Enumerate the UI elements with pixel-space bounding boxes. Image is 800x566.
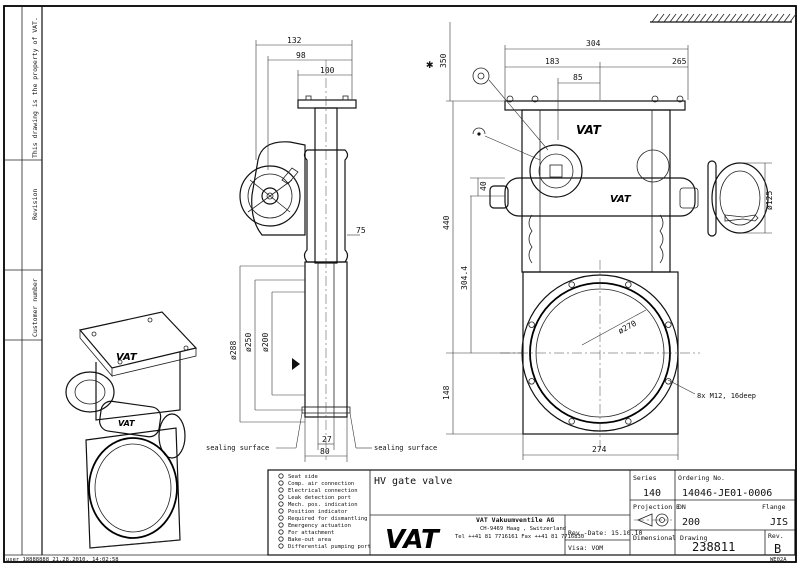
legend-item: Mech. pos. indication: [288, 502, 358, 508]
svg-text:VAT: VAT: [610, 194, 632, 205]
ceiling-hatch: [650, 13, 797, 23]
legend-item: Leak detection port: [288, 495, 351, 501]
dim-304-4: 304.4: [460, 266, 469, 290]
rev-date: Rev.-Date: 15.10.10: [568, 529, 642, 537]
dim-80: 80: [320, 447, 330, 456]
flange-bolt-hole: [568, 418, 575, 425]
ordering-value: 14046-JE01-0006: [682, 488, 772, 499]
legend-symbol: [278, 529, 284, 535]
dim-132: 132: [287, 36, 302, 45]
flange-bolt-hole: [528, 321, 535, 328]
dim-d288: ø288: [229, 341, 238, 360]
flange-bolt-hole: [625, 281, 632, 288]
rev-label: Rev.: [768, 532, 784, 540]
series-value: 140: [643, 488, 661, 499]
legend-item: Position indicator: [288, 509, 348, 515]
dim-40: 40: [479, 181, 488, 191]
legend-symbol: [278, 494, 284, 500]
sheet-border: [3, 5, 797, 563]
dim-304: 304: [586, 39, 601, 48]
revision-label: Revision: [31, 189, 39, 220]
company-name: VAT Vakuumventile AG: [476, 516, 554, 524]
dim-100: 100: [320, 66, 335, 75]
seat-side-arrow: [292, 358, 300, 370]
dim-d125: ø125: [765, 191, 774, 210]
dim-d250: ø250: [244, 333, 253, 352]
dim-183: 183: [545, 57, 560, 66]
legend-item: Seat side: [288, 474, 318, 480]
drawing-title: HV gate valve: [374, 476, 452, 487]
dim-d200: ø200: [261, 333, 270, 352]
dim-274: 274: [592, 445, 607, 454]
dim-75: 75: [356, 226, 366, 235]
dn-label: DN: [678, 503, 686, 511]
mech-pos-symbol: [472, 127, 486, 135]
legend-symbol: [278, 522, 284, 528]
legend-symbol: [278, 480, 284, 486]
dim-440: 440: [442, 215, 451, 230]
ordering-label: Ordering No.: [678, 474, 725, 482]
sheet-code: WE02A: [770, 557, 787, 563]
dim-85: 85: [573, 73, 583, 82]
front-view: VAT VAT ø270 304: [426, 22, 774, 460]
dim-d270: ø270: [617, 319, 638, 336]
legend-symbol: [278, 487, 284, 493]
user-stamp: user 18888888 21.28.2010, 14:02:58: [6, 557, 119, 563]
side-view: 132 98 100 75 ø288 ø250 ø200 27 80 seali…: [206, 36, 437, 462]
legend-item: Differential pumping port: [288, 544, 371, 550]
flange-bolt-hole: [625, 418, 632, 425]
legend-item: Required for dismantling: [288, 516, 367, 522]
flange-bolt-hole: [665, 321, 672, 328]
doc-type: Dimensional Drawing: [633, 534, 707, 542]
flange-label: Flange: [762, 503, 786, 511]
legend-item: Electrical connection: [288, 488, 358, 494]
company-address: CH-9469 Haag , Switzerland: [480, 526, 566, 532]
series-label: Series: [633, 474, 657, 482]
customer-number-label: Customer number: [31, 278, 39, 337]
legend-item: Bake-out area: [288, 537, 331, 543]
legend-item: Comp. air connection: [288, 481, 354, 487]
dim-350: 350: [439, 53, 448, 68]
projection-label: Projection E: [633, 503, 680, 511]
projection-symbol: [634, 513, 672, 527]
dim-148: 148: [442, 385, 451, 400]
property-notice: This drawing is the property of VAT.: [31, 17, 39, 158]
legend-symbol: [278, 501, 284, 507]
dim-98: 98: [296, 51, 306, 60]
company-logo: VAT: [385, 525, 441, 555]
drawing-number: 238811: [692, 540, 735, 554]
legend-symbol: [278, 536, 284, 542]
rev-value: B: [774, 542, 781, 556]
bolt-note: 8x M12, 16deep: [697, 392, 756, 400]
sealing-surface-right: sealing surface: [374, 444, 437, 452]
company-phone: Tel ++41 81 7716161 Fax ++41 81 7716830: [455, 534, 584, 540]
flange-bolt-hole: [528, 378, 535, 385]
svg-text:VAT: VAT: [116, 352, 138, 363]
visa: Visa: VOM: [568, 544, 603, 552]
isometric-view: VAT VAT: [65, 311, 198, 549]
legend-symbol: [278, 515, 284, 521]
legend-symbol: [278, 508, 284, 514]
legend-symbol: [278, 543, 284, 549]
flange-value: JIS: [770, 517, 788, 528]
dn-value: 200: [682, 517, 700, 528]
dismantling-asterisk: ✱: [426, 57, 433, 71]
legend-item: For attachment: [288, 530, 334, 536]
dim-265: 265: [672, 57, 687, 66]
dim-27: 27: [322, 435, 332, 444]
svg-text:VAT: VAT: [118, 419, 135, 428]
position-indicator-symbol: [472, 67, 490, 85]
body-logo: VAT: [576, 123, 602, 137]
sealing-surface-left: sealing surface: [206, 444, 269, 452]
flange-bolt-hole: [568, 281, 575, 288]
legend-item: Emergency actuation: [288, 523, 351, 529]
legend-symbol: [278, 473, 284, 479]
